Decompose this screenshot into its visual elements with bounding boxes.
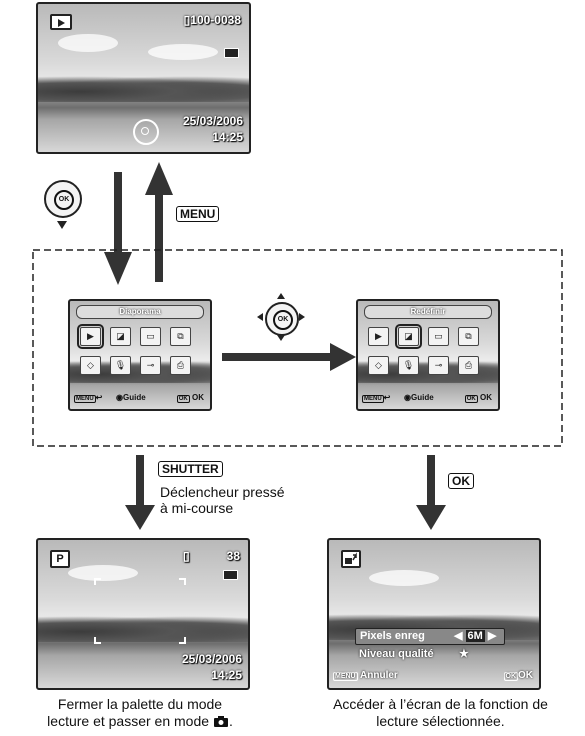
caption-left: Fermer la palette du mode lecture et pas… — [47, 696, 233, 729]
card-icon: ▯ — [183, 13, 191, 27]
playback-palette-screen-right: Redéfinir ▶ ◪ ▭ ⧉ ◇ 🎙 ⊸ ⎙ MENU↩ ◉Guide O… — [356, 299, 500, 411]
menu-key-label: MENU — [176, 206, 220, 222]
battery-icon — [224, 48, 239, 58]
cropping-tile[interactable]: ▭ — [428, 327, 449, 346]
time: 14:25 — [212, 130, 243, 144]
resize-tile[interactable]: ◪ — [395, 324, 422, 349]
image-copy-tile[interactable]: ⧉ — [170, 327, 191, 346]
camera-icon — [213, 716, 228, 727]
four-way-controller-icon — [133, 119, 159, 145]
shutter-description: Déclencheur pressé à mi-course — [160, 484, 285, 516]
resize-screen: Pixels enreg ◀ 6M ▶ Niveau qualité ★ MEN… — [327, 538, 541, 690]
palette-bottom-bar: MENU↩ ◉Guide OK OK — [362, 393, 492, 403]
dpof-tile[interactable]: ⎙ — [170, 356, 191, 375]
ok-label[interactable]: OK — [518, 670, 533, 681]
time: 14:25 — [211, 668, 242, 682]
protect-tile[interactable]: ⊸ — [428, 356, 449, 375]
focus-frame — [94, 578, 186, 644]
voice-memo-tile[interactable]: 🎙 — [398, 356, 419, 375]
quality-level-row[interactable]: Niveau qualité ★ — [359, 648, 469, 660]
slideshow-tile[interactable]: ▶ — [77, 324, 104, 349]
cancel-label[interactable]: Annuler — [360, 670, 398, 681]
battery-icon — [223, 570, 238, 580]
image-copy-tile[interactable]: ⧉ — [458, 327, 479, 346]
down-triangle-icon — [57, 221, 67, 229]
dpof-tile[interactable]: ⎙ — [458, 356, 479, 375]
resize-settings-panel: Pixels enreg ◀ 6M ▶ Niveau qualité ★ — [355, 628, 505, 662]
folder-file-number: ▯100-0038 — [183, 13, 241, 27]
palette-title-bar: Redéfinir — [364, 305, 492, 319]
card-icon: ▯ — [183, 549, 190, 563]
rotate-tile[interactable]: ◇ — [80, 356, 101, 375]
resize-tile[interactable]: ◪ — [110, 327, 131, 346]
rotate-tile[interactable]: ◇ — [368, 356, 389, 375]
date: 25/03/2006 — [181, 652, 242, 666]
shutter-key-label: SHUTTER — [158, 461, 223, 477]
date: 25/03/2006 — [182, 114, 243, 128]
palette-title-bar: Diaporama — [76, 305, 204, 319]
playback-screen: ▯100-0038 25/03/2006 14:25 — [36, 2, 251, 154]
program-mode-icon: P — [50, 550, 70, 568]
remaining-shots: 38 — [226, 549, 240, 563]
ok-mode-button-icon: OK — [44, 180, 82, 218]
playback-mode-icon — [50, 14, 72, 30]
playback-palette-screen-left: Diaporama ▶ ◪ ▭ ⧉ ◇ 🎙 ⊸ ⎙ MENU↩ ◉Guide O… — [68, 299, 212, 411]
protect-tile[interactable]: ⊸ — [140, 356, 161, 375]
cropping-tile[interactable]: ▭ — [140, 327, 161, 346]
recorded-pixels-row[interactable]: Pixels enreg ◀ 6M ▶ — [355, 628, 505, 645]
palette-bottom-bar: MENU↩ ◉Guide OK OK — [74, 393, 204, 403]
voice-memo-tile[interactable]: 🎙 — [110, 356, 131, 375]
capture-screen: P ▯ 38 25/03/2006 14:25 — [36, 538, 250, 690]
four-way-ok-button-icon: OK — [265, 302, 299, 336]
caption-right: Accéder à l’écran de la fonction de lect… — [333, 696, 548, 729]
four-way-arrows-icon — [257, 293, 305, 341]
ok-key-label: OK — [448, 473, 474, 489]
slideshow-tile[interactable]: ▶ — [368, 327, 389, 346]
resize-icon — [341, 550, 361, 568]
